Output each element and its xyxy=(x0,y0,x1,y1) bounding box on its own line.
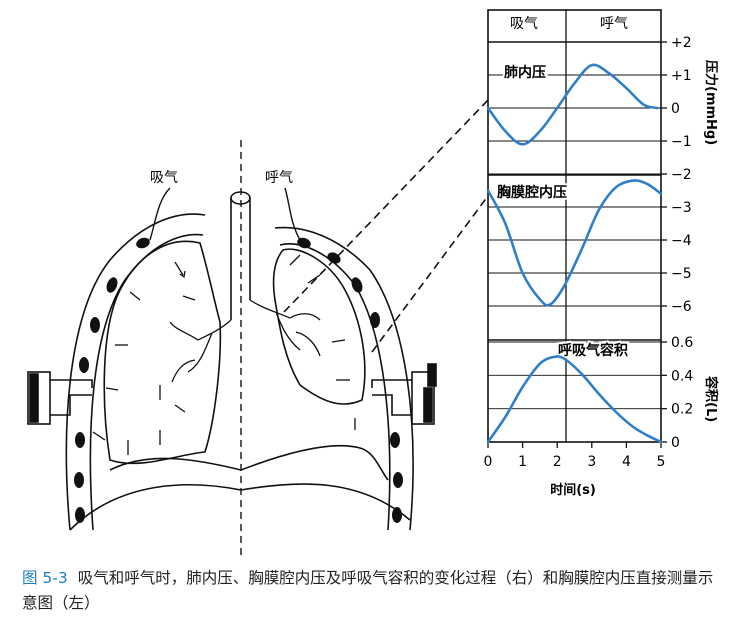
pressure-tick-label: −6 xyxy=(671,299,692,315)
respiration-figure: 吸气 呼气 吸气 呼气 肺内压 胸膜腔内压 呼吸气容积 +2 +1 0 −1 −2 −3 −… xyxy=(27,9,719,560)
time-tick-label: 0 xyxy=(484,454,493,470)
volume-tick-label: 0.6 xyxy=(671,335,693,351)
diaphragm xyxy=(109,445,389,481)
pressure-tick-label: −2 xyxy=(671,167,692,183)
right-manometer xyxy=(371,363,437,425)
left-arrows xyxy=(92,261,196,455)
caption-number: 图 5-3 xyxy=(22,569,68,587)
volume-axis: 0.6 0.4 0.2 0 xyxy=(661,335,693,451)
left-chest-wall-inner xyxy=(89,233,204,531)
pressure-axis-label: 压力(mmHg) xyxy=(703,60,719,145)
right-bronchi xyxy=(249,299,321,357)
pressure-tick-label: −5 xyxy=(671,266,692,282)
volume-tick-label: 0.4 xyxy=(671,368,693,384)
trachea-opening xyxy=(230,191,251,205)
header-inhale: 吸气 xyxy=(510,16,538,32)
lung-schematic xyxy=(65,140,414,560)
left-chest-wall-outer xyxy=(65,213,206,531)
exhale-pointer xyxy=(284,187,301,241)
pleural-pressure-curve xyxy=(486,179,663,307)
volume-tick-label: 0.2 xyxy=(671,402,693,418)
lung-pressure-curve xyxy=(486,63,659,146)
diaphragm-lower xyxy=(69,483,411,531)
ribs xyxy=(74,237,403,523)
panel3-label: 呼吸气容积 xyxy=(558,342,628,359)
trachea xyxy=(230,198,251,320)
pressure-tick-label: −3 xyxy=(671,200,692,216)
left-lung xyxy=(103,240,222,465)
panel1-label: 肺内压 xyxy=(504,64,546,81)
right-chest-wall-outer xyxy=(274,226,414,531)
volume-curve xyxy=(486,355,663,444)
left-inhale-label: 吸气 xyxy=(150,170,178,186)
right-arrows xyxy=(289,254,356,430)
pressure-tick-label: +1 xyxy=(671,68,692,84)
pressure-tick-label: −1 xyxy=(671,134,692,150)
time-tick-label: 4 xyxy=(622,454,631,470)
pressure-axis: +2 +1 0 −1 −2 −3 −4 −5 −6 xyxy=(661,35,692,315)
time-tick-label: 1 xyxy=(518,454,527,470)
inhale-pointer xyxy=(149,187,171,241)
leader-lines xyxy=(283,99,489,353)
time-axis-label: 时间(s) xyxy=(550,482,596,498)
left-exhale-label: 呼气 xyxy=(265,170,293,186)
time-tick-label: 3 xyxy=(587,454,596,470)
caption-text: 吸气和呼气时，肺内压、胸膜腔内压及呼吸气容积的变化过程（右）和胸膜腔内压直接测量… xyxy=(22,569,714,612)
left-bronchi xyxy=(169,319,232,383)
time-tick-label: 5 xyxy=(657,454,666,470)
left-manometer xyxy=(27,371,93,425)
header-exhale: 呼气 xyxy=(600,16,628,32)
panel2-label: 胸膜腔内压 xyxy=(497,184,567,201)
pressure-tick-label: 0 xyxy=(671,101,680,117)
curves xyxy=(486,63,663,444)
volume-tick-label: 0 xyxy=(671,435,680,451)
pressure-tick-label: −4 xyxy=(671,233,692,249)
right-lung xyxy=(272,248,366,405)
pressure-tick-label: +2 xyxy=(671,35,692,51)
volume-axis-label: 容积(L) xyxy=(703,375,719,422)
time-tick-label: 2 xyxy=(553,454,562,470)
time-axis: 0 1 2 3 4 5 xyxy=(484,442,666,470)
